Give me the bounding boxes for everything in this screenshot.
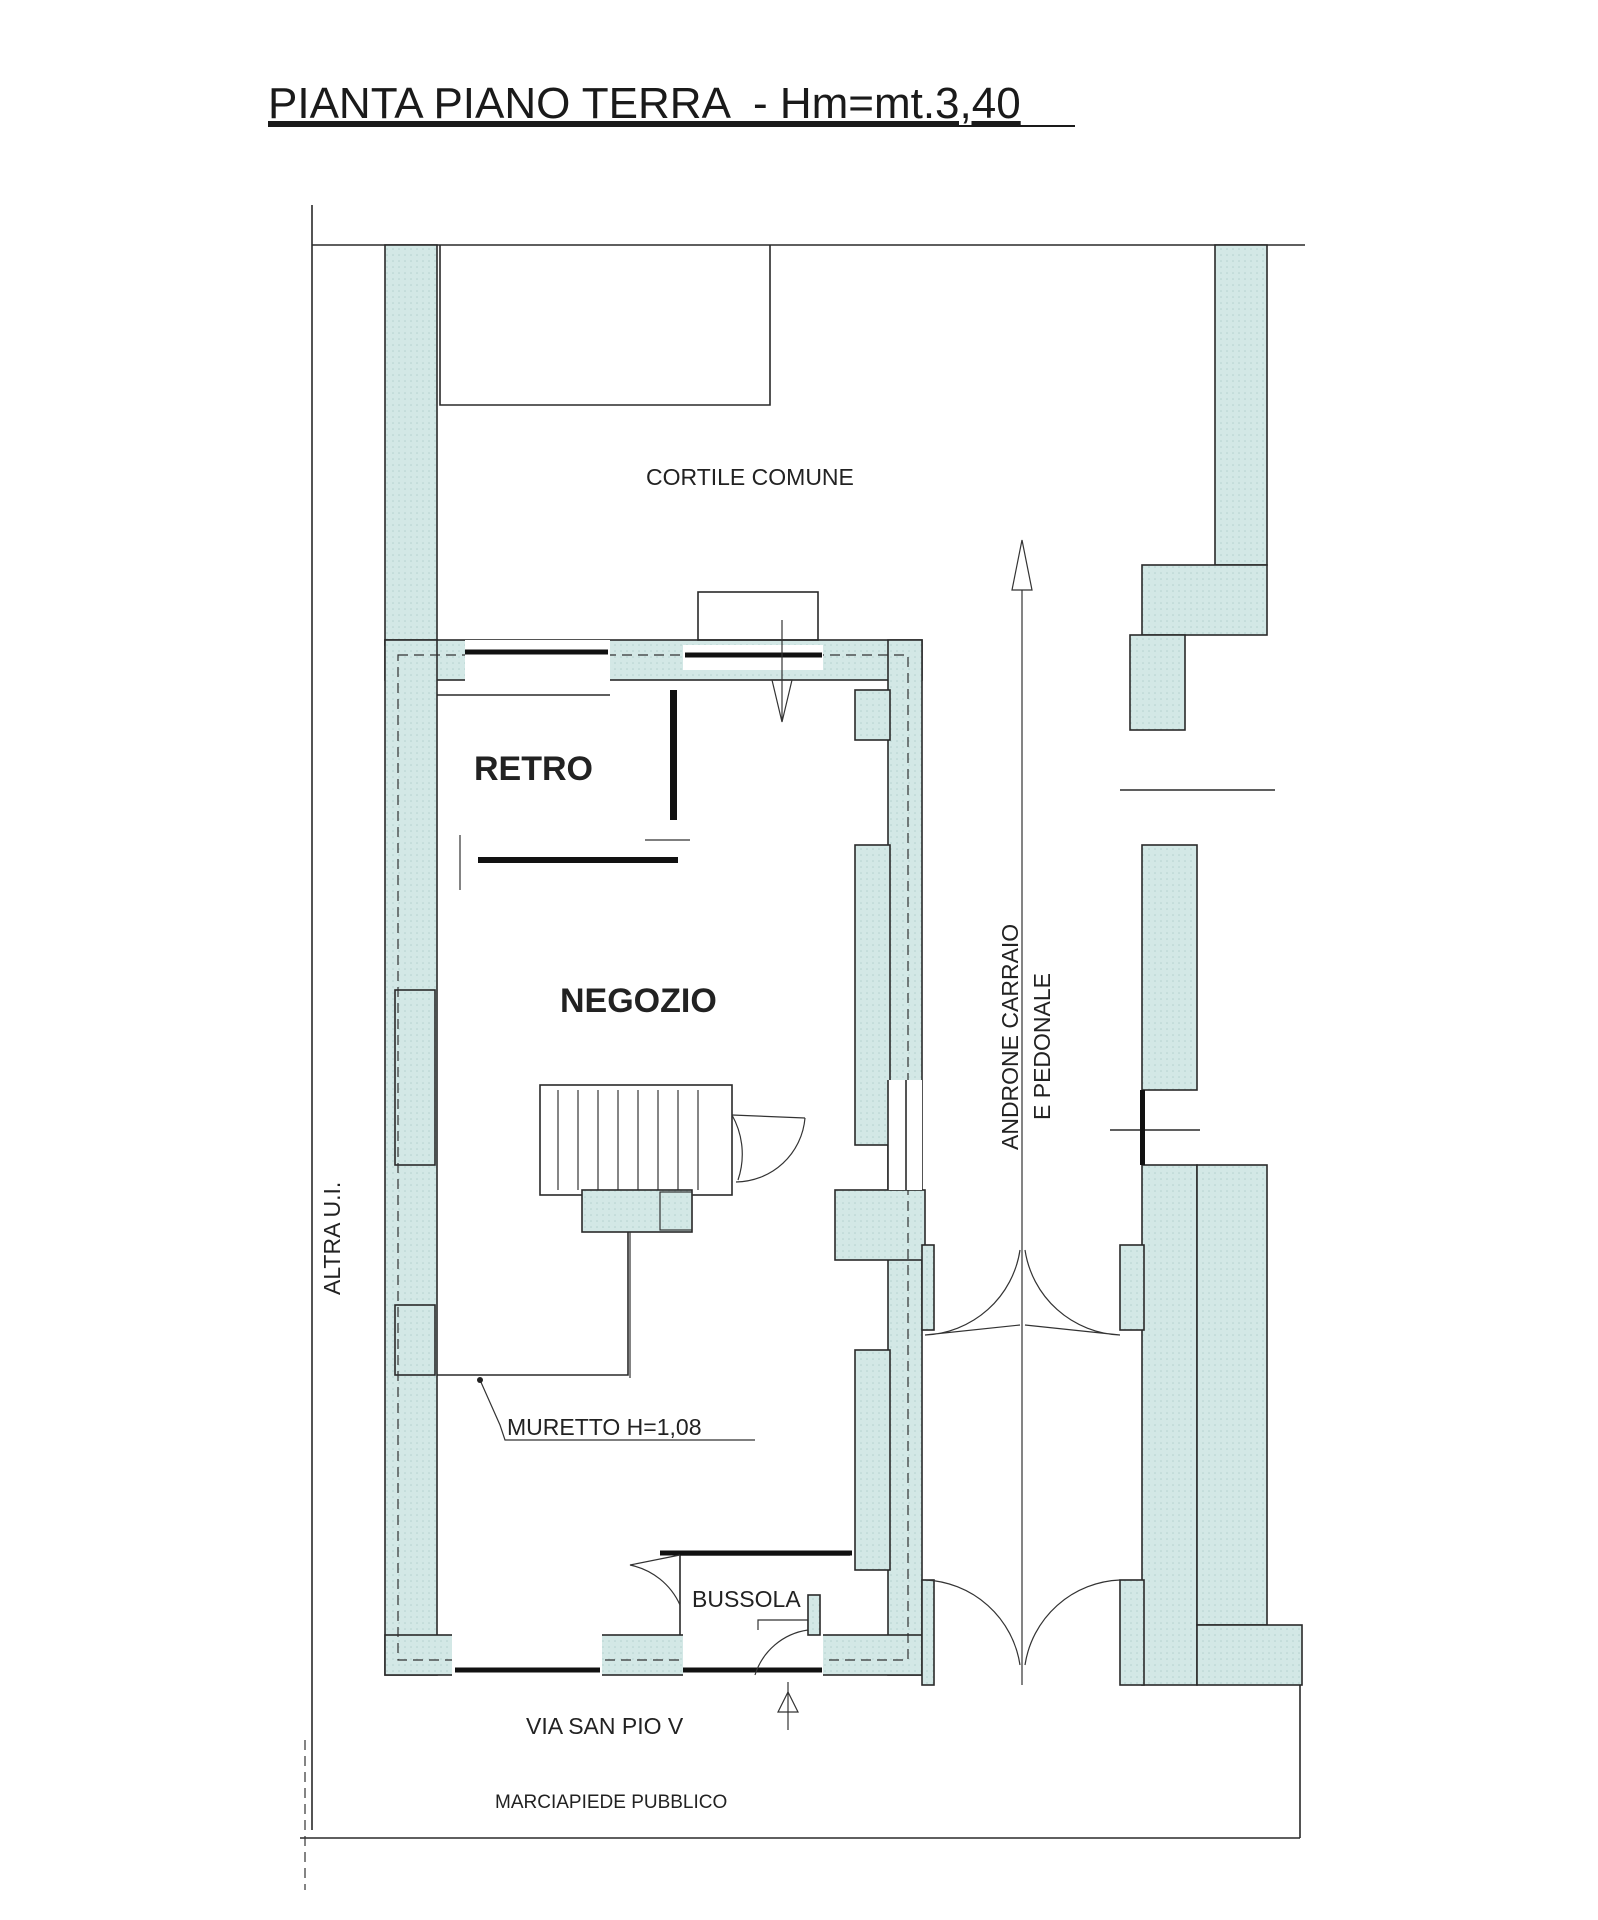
right-pilaster-2 (854, 844, 891, 1146)
muretto-leader (479, 1379, 755, 1441)
inner-dashed-outline (397, 654, 909, 1661)
negozio-label: NEGOZIO (560, 982, 717, 1020)
gate-jamb-right-2 (1119, 1579, 1145, 1686)
muretto-wall (437, 1232, 629, 1376)
androne-label-line1: ANDRONE CARRAIO (997, 924, 1023, 1150)
right-pilaster-1 (854, 689, 891, 741)
stair-door-swing (731, 1114, 743, 1181)
right-wall-base (1196, 1624, 1303, 1686)
marciapiede-label: MARCIAPIEDE PUBBLICO (495, 1792, 727, 1813)
gate-jamb-right-1 (1119, 1244, 1145, 1331)
gate-leaf-right-2 (1024, 1579, 1121, 1666)
right-wall-lower (1141, 1164, 1198, 1686)
right-pilaster-3 (834, 1189, 926, 1261)
stair-landing (581, 1189, 693, 1233)
courtyard-annex (439, 245, 771, 406)
retro-label: RETRO (474, 750, 593, 788)
gate-leaf-right-1 (1024, 1249, 1121, 1336)
right-wall-upper (1214, 244, 1268, 566)
entry-arrow-front (777, 1690, 799, 1713)
stair-door-arc (735, 1117, 806, 1183)
muretto-leader-dot (477, 1377, 483, 1383)
right-door-jamb (1140, 1090, 1145, 1165)
right-wall-step-2 (1129, 634, 1186, 731)
stair-landing-box (659, 1191, 693, 1231)
bussola-front-swing (754, 1629, 809, 1676)
bussola-label: BUSSOLA (692, 1586, 801, 1612)
back-step (697, 591, 819, 641)
entry-arrow-back (771, 679, 793, 723)
bussola-door-swing (629, 1554, 681, 1606)
right-wall-mid (1141, 844, 1198, 1091)
muretto-label: MURETTO H=1,08 (507, 1414, 702, 1440)
gate-jamb-left-2 (921, 1579, 935, 1686)
staircase (539, 1084, 733, 1196)
gate-jamb-left-1 (921, 1244, 935, 1331)
via-label: VIA SAN PIO V (526, 1713, 684, 1739)
androne-label-line2: E PEDONALE (1029, 973, 1055, 1120)
right-wall-step-1 (1141, 564, 1268, 636)
left-pilaster-2 (394, 1304, 436, 1376)
plan-title: PIANTA PIANO TERRA - Hm=mt.3,40 (268, 79, 1021, 128)
bussola-step (757, 1619, 809, 1630)
bussola-jamb (807, 1594, 821, 1636)
left-pilaster-1 (394, 989, 436, 1166)
back-window-opening (465, 640, 610, 695)
right-wall-lower-thick (1196, 1164, 1268, 1626)
gate-leaf-left-1 (924, 1249, 1021, 1336)
stair-door-leaf (731, 1114, 806, 1119)
retro-partition-wall (670, 690, 677, 820)
left-wall-upper (384, 244, 438, 646)
driveway-arrow (1011, 539, 1033, 591)
side-door-opening (888, 1080, 922, 1190)
cortile-comune-label: CORTILE COMUNE (646, 464, 854, 490)
altra-ui-label: ALTRA U.I. (319, 1182, 345, 1295)
gate-leaf-left-2 (924, 1579, 1021, 1666)
retro-bottom-partition (478, 857, 678, 863)
right-pilaster-4 (854, 1349, 891, 1571)
